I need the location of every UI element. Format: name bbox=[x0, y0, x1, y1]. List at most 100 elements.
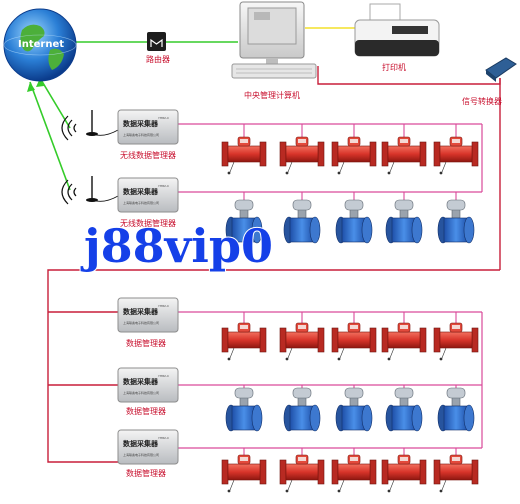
meter-dial bbox=[240, 457, 248, 461]
red-flow-meter bbox=[221, 322, 267, 361]
blue-electromagnetic-meter bbox=[437, 387, 475, 432]
meter-seal bbox=[439, 357, 443, 361]
meter-body bbox=[439, 331, 473, 349]
meter-dial bbox=[400, 139, 408, 143]
meter-seal bbox=[337, 171, 341, 175]
meter-wire bbox=[441, 347, 447, 359]
collector-maker: 上海联奥电子科技有限公司 bbox=[123, 200, 159, 205]
meter-flange bbox=[221, 141, 229, 167]
meter-dial bbox=[240, 139, 248, 143]
collector-1: 数据采集器 YH82-C 上海联奥电子科技有限公司 无线数据管理器 bbox=[117, 109, 179, 160]
red-flow-meter bbox=[381, 136, 427, 175]
screen-window bbox=[254, 12, 270, 20]
red-flow-meter bbox=[331, 454, 377, 493]
meter-seal bbox=[387, 489, 391, 493]
meter-flange bbox=[433, 459, 441, 485]
red-flow-meter bbox=[433, 136, 479, 175]
meter-dial bbox=[350, 457, 358, 461]
meter-flange bbox=[471, 327, 479, 353]
collector-5: 数据采集器 YH82-C 上海联奥电子科技有限公司 数据管理器 bbox=[117, 429, 179, 478]
meter-flange bbox=[369, 327, 377, 353]
meter-flange bbox=[331, 141, 339, 167]
meter-seal bbox=[285, 489, 289, 493]
computer-converter-link bbox=[317, 66, 501, 85]
collector-caption: 数据管理器 bbox=[126, 468, 166, 478]
meter-signal-lines bbox=[178, 123, 483, 458]
meter-head bbox=[394, 199, 414, 211]
continent-shape bbox=[20, 24, 45, 52]
meter-wire bbox=[287, 347, 293, 359]
meter-wire bbox=[229, 479, 235, 491]
meter-flange bbox=[309, 404, 321, 432]
collector-model: YH82-C bbox=[158, 374, 169, 378]
blue-electromagnetic-meter bbox=[335, 199, 373, 244]
meter-head bbox=[234, 199, 254, 211]
meter-seal bbox=[285, 171, 289, 175]
collector-maker: 上海联奥电子科技有限公司 bbox=[123, 132, 159, 137]
meter-flange bbox=[259, 327, 267, 353]
printer-label: 打印机 bbox=[382, 62, 406, 72]
collector-box bbox=[117, 297, 179, 333]
red-flow-meter bbox=[433, 322, 479, 361]
meter-seal bbox=[387, 357, 391, 361]
meter-head bbox=[344, 199, 364, 211]
meter-flange bbox=[381, 459, 389, 485]
meter-dial bbox=[400, 325, 408, 329]
meter-wire bbox=[339, 161, 345, 173]
meter-dial bbox=[350, 325, 358, 329]
meter-flange bbox=[419, 141, 427, 167]
antenna-cable bbox=[91, 195, 119, 202]
arrow-head-2 bbox=[27, 82, 35, 92]
blue-electromagnetic-meter bbox=[283, 387, 321, 432]
meter-flange bbox=[369, 459, 377, 485]
antenna-cable bbox=[91, 129, 119, 136]
meter-flange bbox=[419, 459, 427, 485]
blue-electromagnetic-meter bbox=[283, 199, 321, 244]
meter-flange bbox=[471, 459, 479, 485]
monitor-screen bbox=[247, 7, 297, 45]
collector-title: 数据采集器 bbox=[123, 307, 159, 316]
collector-model: YH82-C bbox=[158, 184, 169, 188]
meter-wire bbox=[389, 479, 395, 491]
meter-body bbox=[227, 331, 261, 349]
meter-body bbox=[387, 463, 421, 481]
red-flow-meter bbox=[221, 454, 267, 493]
collector-2: 数据采集器 YH82-C 上海联奥电子科技有限公司 无线数据管理器 bbox=[117, 177, 179, 228]
meter-flange bbox=[331, 459, 339, 485]
meter-wire bbox=[389, 347, 395, 359]
collector-maker: 上海联奥电子科技有限公司 bbox=[123, 320, 159, 325]
collector-model: YH82-C bbox=[158, 304, 169, 308]
meter-body bbox=[387, 331, 421, 349]
meter-body bbox=[227, 463, 261, 481]
meter-flange bbox=[361, 216, 373, 244]
wireless-antenna-2 bbox=[61, 176, 119, 205]
meter-flange bbox=[279, 327, 287, 353]
meter-seal bbox=[227, 489, 231, 493]
internet-label: Internet bbox=[18, 39, 64, 50]
meter-seal bbox=[439, 489, 443, 493]
meter-flange bbox=[309, 216, 321, 244]
meter-body bbox=[337, 331, 371, 349]
collector-maker: 上海联奥电子科技有限公司 bbox=[123, 390, 159, 395]
blue-electromagnetic-meter bbox=[225, 199, 263, 244]
meter-flange bbox=[251, 404, 263, 432]
meter-wire bbox=[229, 347, 235, 359]
meter-head bbox=[446, 199, 466, 211]
meter-wire bbox=[339, 479, 345, 491]
collector-maker: 上海联奥电子科技有限公司 bbox=[123, 452, 159, 457]
collector-3: 数据采集器 YH82-C 上海联奥电子科技有限公司 数据管理器 bbox=[117, 297, 179, 348]
main-bus bbox=[47, 269, 500, 463]
blue-electromagnetic-meter bbox=[385, 199, 423, 244]
collector-caption: 数据管理器 bbox=[126, 338, 166, 348]
meter-flange bbox=[471, 141, 479, 167]
meter-dial bbox=[452, 457, 460, 461]
meter-flange bbox=[317, 459, 325, 485]
meter-seal bbox=[439, 171, 443, 175]
printer: 打印机 bbox=[354, 3, 440, 72]
red-flow-meter bbox=[331, 136, 377, 175]
meter-flange bbox=[433, 327, 441, 353]
collector-box bbox=[117, 177, 179, 213]
meter-dial bbox=[452, 325, 460, 329]
